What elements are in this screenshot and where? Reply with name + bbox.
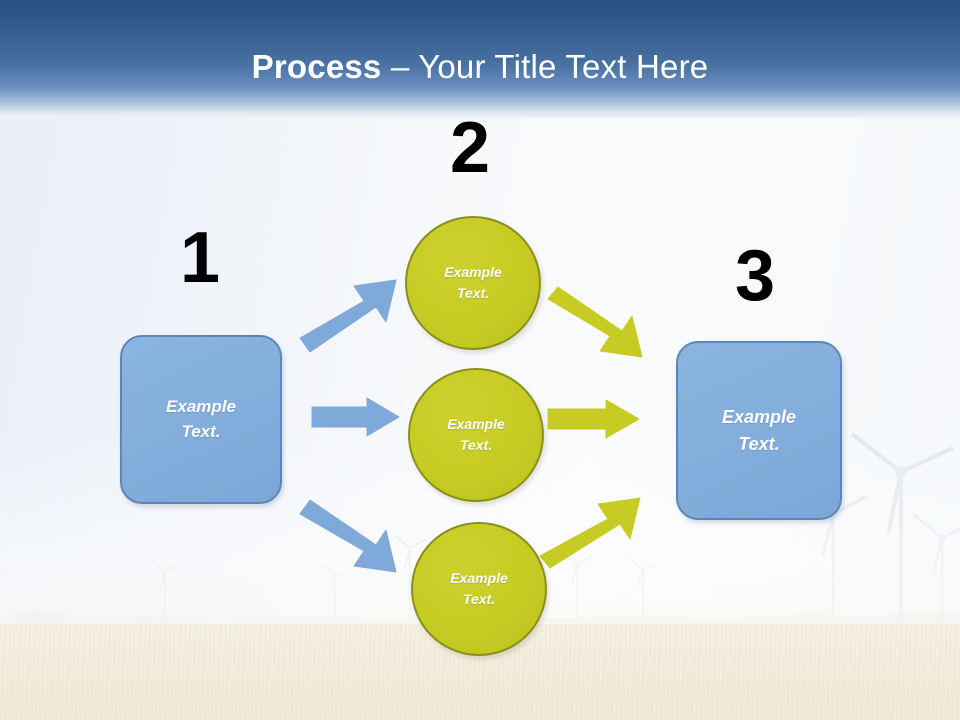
process-circle-3[interactable]: Example Text. bbox=[411, 522, 547, 656]
arrow-circle-2-to-end[interactable] bbox=[547, 399, 640, 439]
arrow-start-to-circle-2[interactable] bbox=[311, 397, 400, 437]
arrow-start-to-circle-1[interactable] bbox=[299, 278, 400, 353]
step-number-2: 2 bbox=[449, 108, 491, 188]
page-title-separator: – bbox=[381, 48, 419, 85]
title-banner: Process – Your Title Text Here bbox=[0, 0, 960, 118]
page-title-rest: Your Title Text Here bbox=[418, 48, 709, 85]
arrow-start-to-circle-3[interactable] bbox=[299, 499, 400, 574]
start-box-label: Example Text. bbox=[166, 396, 236, 441]
step-number-1: 1 bbox=[179, 218, 221, 298]
process-circle-3-label: Example Text. bbox=[450, 570, 508, 607]
page-title: Process – Your Title Text Here bbox=[0, 50, 960, 83]
start-box[interactable]: Example Text. bbox=[120, 335, 282, 504]
process-circle-1-label: Example Text. bbox=[444, 264, 502, 301]
process-circle-2[interactable]: Example Text. bbox=[408, 368, 544, 502]
process-circle-2-label: Example Text. bbox=[447, 416, 505, 453]
arrow-circle-3-to-end[interactable] bbox=[539, 497, 650, 570]
end-box-label: Example Text. bbox=[721, 407, 797, 454]
process-circle-1[interactable]: Example Text. bbox=[405, 216, 541, 350]
step-number-3: 3 bbox=[734, 236, 776, 316]
arrow-circle-1-to-end[interactable] bbox=[547, 286, 650, 359]
end-box[interactable]: Example Text. bbox=[676, 341, 842, 520]
page-title-bold: Process bbox=[251, 48, 382, 85]
